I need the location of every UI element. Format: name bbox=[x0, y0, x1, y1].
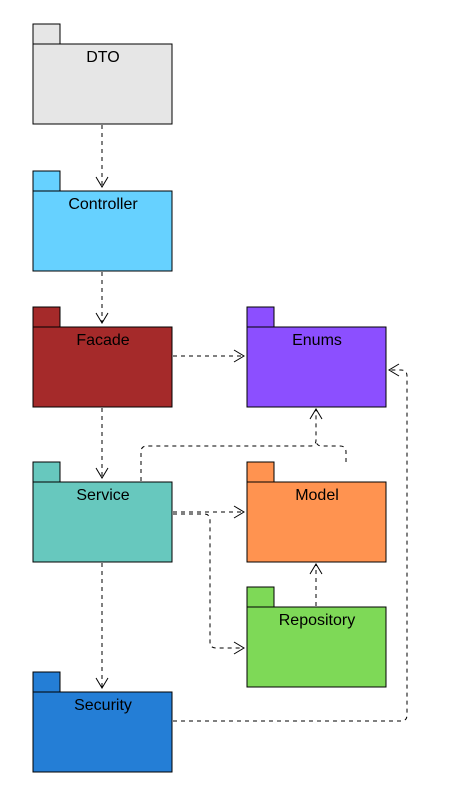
dependency-service-enums bbox=[140, 408, 323, 481]
package-facade[interactable]: Facade bbox=[32, 306, 173, 408]
dependency-service-repository bbox=[173, 513, 245, 655]
dependency-controller-facade bbox=[95, 272, 109, 324]
package-body bbox=[32, 326, 173, 408]
package-label: Repository bbox=[279, 612, 355, 629]
dependency-model-enums bbox=[315, 439, 347, 462]
package-body bbox=[246, 606, 387, 688]
package-label: Facade bbox=[76, 332, 129, 349]
dependency-edges bbox=[95, 125, 408, 722]
package-body bbox=[32, 43, 173, 125]
package-tab bbox=[246, 461, 275, 483]
dependency-facade-enums bbox=[173, 349, 245, 363]
package-label: DTO bbox=[86, 49, 119, 66]
package-tab bbox=[32, 461, 61, 483]
package-enums[interactable]: Enums bbox=[246, 306, 387, 408]
package-controller[interactable]: Controller bbox=[32, 170, 173, 272]
package-tab bbox=[246, 306, 275, 328]
package-tab bbox=[246, 586, 275, 608]
package-tab bbox=[32, 306, 61, 328]
dependency-security-enums bbox=[173, 363, 408, 722]
package-label: Model bbox=[295, 487, 339, 504]
package-label: Service bbox=[76, 487, 129, 504]
package-label: Controller bbox=[68, 196, 138, 213]
package-service[interactable]: Service bbox=[32, 461, 173, 563]
package-body bbox=[32, 481, 173, 563]
dependency-service-model bbox=[173, 505, 245, 519]
package-tab bbox=[32, 671, 61, 693]
package-model[interactable]: Model bbox=[246, 461, 387, 563]
package-body bbox=[32, 691, 173, 773]
dependency-repository-model bbox=[309, 563, 323, 606]
dependency-dto-controller bbox=[95, 125, 109, 188]
dependency-facade-service bbox=[95, 408, 109, 479]
package-security[interactable]: Security bbox=[32, 671, 173, 773]
package-body bbox=[246, 326, 387, 408]
dependency-service-security bbox=[95, 563, 109, 689]
package-tab bbox=[32, 23, 61, 45]
package-body bbox=[32, 190, 173, 272]
package-repository[interactable]: Repository bbox=[246, 586, 387, 688]
package-dto[interactable]: DTO bbox=[32, 23, 173, 125]
package-body bbox=[246, 481, 387, 563]
package-label: Enums bbox=[292, 332, 342, 349]
package-label: Security bbox=[74, 697, 132, 714]
package-tab bbox=[32, 170, 61, 192]
